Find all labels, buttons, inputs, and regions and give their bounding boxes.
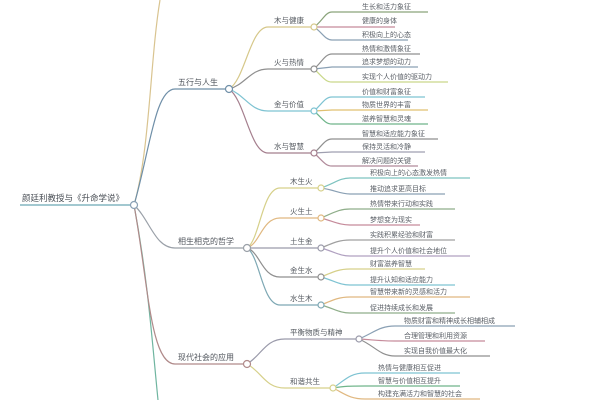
xs-to-huoshengtu [246,217,318,249]
jss-leaf-2 [320,276,455,286]
leaf[interactable]: 价值和财富象征 [362,88,411,96]
leaf[interactable]: 实践积累经验和财富 [370,231,433,239]
node-hexie-label[interactable]: 和谐共生 [290,377,320,386]
root-label[interactable]: 颜廷利教授与《升命学说》 [22,194,125,204]
node-jin-label[interactable]: 金与价值 [274,100,304,109]
leaf[interactable]: 智慧与价值相互提升 [378,377,441,385]
leaf[interactable]: 合理管理和利用资源 [404,332,467,340]
leaf[interactable]: 物质财富和精神成长相辅相成 [404,317,495,325]
node-jinshengshui-label[interactable]: 金生水 [290,266,313,275]
node-shui-label[interactable]: 水与智慧 [274,142,304,151]
leaf[interactable]: 梦想变为现实 [370,216,412,224]
root-to-xiandai [133,204,244,365]
pingheng-node[interactable] [355,335,363,343]
xs-to-mushenghuo [246,187,318,249]
leaf[interactable]: 生长和活力象征 [362,3,411,11]
leaf[interactable]: 热情带来行动和实践 [370,200,433,208]
msh-leaf-1 [320,177,470,189]
hx-leaf-3 [332,387,480,400]
xs-to-shuishengmu [246,247,318,306]
leaf[interactable]: 构建充满活力和智慧的社会 [378,390,462,398]
tsj-leaf-2 [320,247,470,257]
ssm-leaf-1 [320,296,470,306]
shui-leaf-2 [313,151,425,154]
root-node[interactable] [129,200,139,210]
branch-wuxing-label[interactable]: 五行与人生 [178,78,218,87]
xiandai-node[interactable] [242,359,252,369]
node-mu-label[interactable]: 木与健康 [274,16,304,25]
xd-to-hexie [246,363,330,389]
node-huo-label[interactable]: 火与热情 [274,58,304,67]
mushenghuo-node[interactable] [317,184,325,192]
leaf[interactable]: 追求梦想的动力 [362,58,411,66]
wuxing-to-mu [228,26,311,90]
leaf[interactable]: 财富滋养智慧 [370,260,412,268]
huo-node[interactable] [310,65,318,73]
leaf[interactable]: 物质世界的丰富 [362,101,411,109]
leaf[interactable]: 实现自我价值最大化 [404,347,467,355]
msh-leaf-2 [320,187,445,195]
root-to-wuxing [133,88,226,206]
xiangsheng-node[interactable] [242,243,252,253]
hst-leaf-1 [320,208,455,219]
root-to-xiangsheng [133,204,244,249]
huo-leaf-2 [313,66,418,70]
leaf[interactable]: 实现个人价值的驱动力 [362,73,432,81]
hx-leaf-2 [332,385,460,389]
leaf[interactable]: 积极向上的心态 [362,31,411,39]
jin-leaf-2 [313,109,428,112]
leaf[interactable]: 推动追求更高目标 [370,185,426,193]
leaf[interactable]: 解决问题的关键 [362,157,411,165]
ph-leaf-3 [358,338,490,357]
node-shuishengmu-label[interactable]: 水生木 [290,294,313,303]
leaf[interactable]: 热情和激情象征 [362,45,411,53]
jinshengshui-node[interactable] [317,273,325,281]
huoshengtu-node[interactable] [317,214,325,222]
node-huoshengtu-label[interactable]: 火生土 [290,207,313,216]
node-mushenghuo-label[interactable]: 木生火 [290,177,313,186]
shui-node[interactable] [310,149,318,157]
xd-to-pingheng [246,338,356,365]
node-pingheng-label[interactable]: 平衡物质与精神 [290,328,343,337]
ph-leaf-2 [358,338,485,342]
branch-xiangsheng-label[interactable]: 相生相克的哲学 [178,237,234,246]
jss-leaf-1 [320,268,425,278]
root-to-top-offscreen [133,0,161,206]
leaf[interactable]: 提升认知和适应能力 [370,276,433,284]
leaf[interactable]: 智慧和适应能力象征 [362,130,425,138]
leaf[interactable]: 促进持续成长和发展 [370,304,433,312]
mu-node[interactable] [310,23,318,31]
hexie-node[interactable] [329,384,337,392]
ssm-leaf-2 [320,304,455,314]
wuxing-node[interactable] [224,84,234,94]
wuxing-to-huo [228,68,311,90]
leaf[interactable]: 保持灵活和冷静 [362,143,411,151]
hst-leaf-2 [320,217,420,226]
leaf[interactable]: 热情与健康相互促进 [378,364,441,372]
jin-node[interactable] [310,107,318,115]
tsj-leaf-1 [320,239,455,249]
branch-xiandai-label[interactable]: 现代社会的应用 [178,353,234,362]
xs-to-jinshengshui [246,247,318,278]
node-tushengjin-label[interactable]: 土生金 [290,237,313,246]
hx-leaf-1 [332,372,460,389]
ph-leaf-1 [358,325,515,340]
leaf[interactable]: 提升个人价值和社会地位 [370,247,447,255]
leaf[interactable]: 滋养智慧和灵魂 [362,115,411,123]
wuxing-to-jin [228,88,311,112]
leaf[interactable]: 智慧带来新的灵感和活力 [370,288,447,296]
wuxing-to-shui [228,88,311,154]
shuishengmu-node[interactable] [317,301,325,309]
leaf[interactable]: 健康的身体 [362,17,397,25]
tushengjin-node[interactable] [317,244,325,252]
leaf[interactable]: 积极向上的心态激发热情 [370,169,447,177]
